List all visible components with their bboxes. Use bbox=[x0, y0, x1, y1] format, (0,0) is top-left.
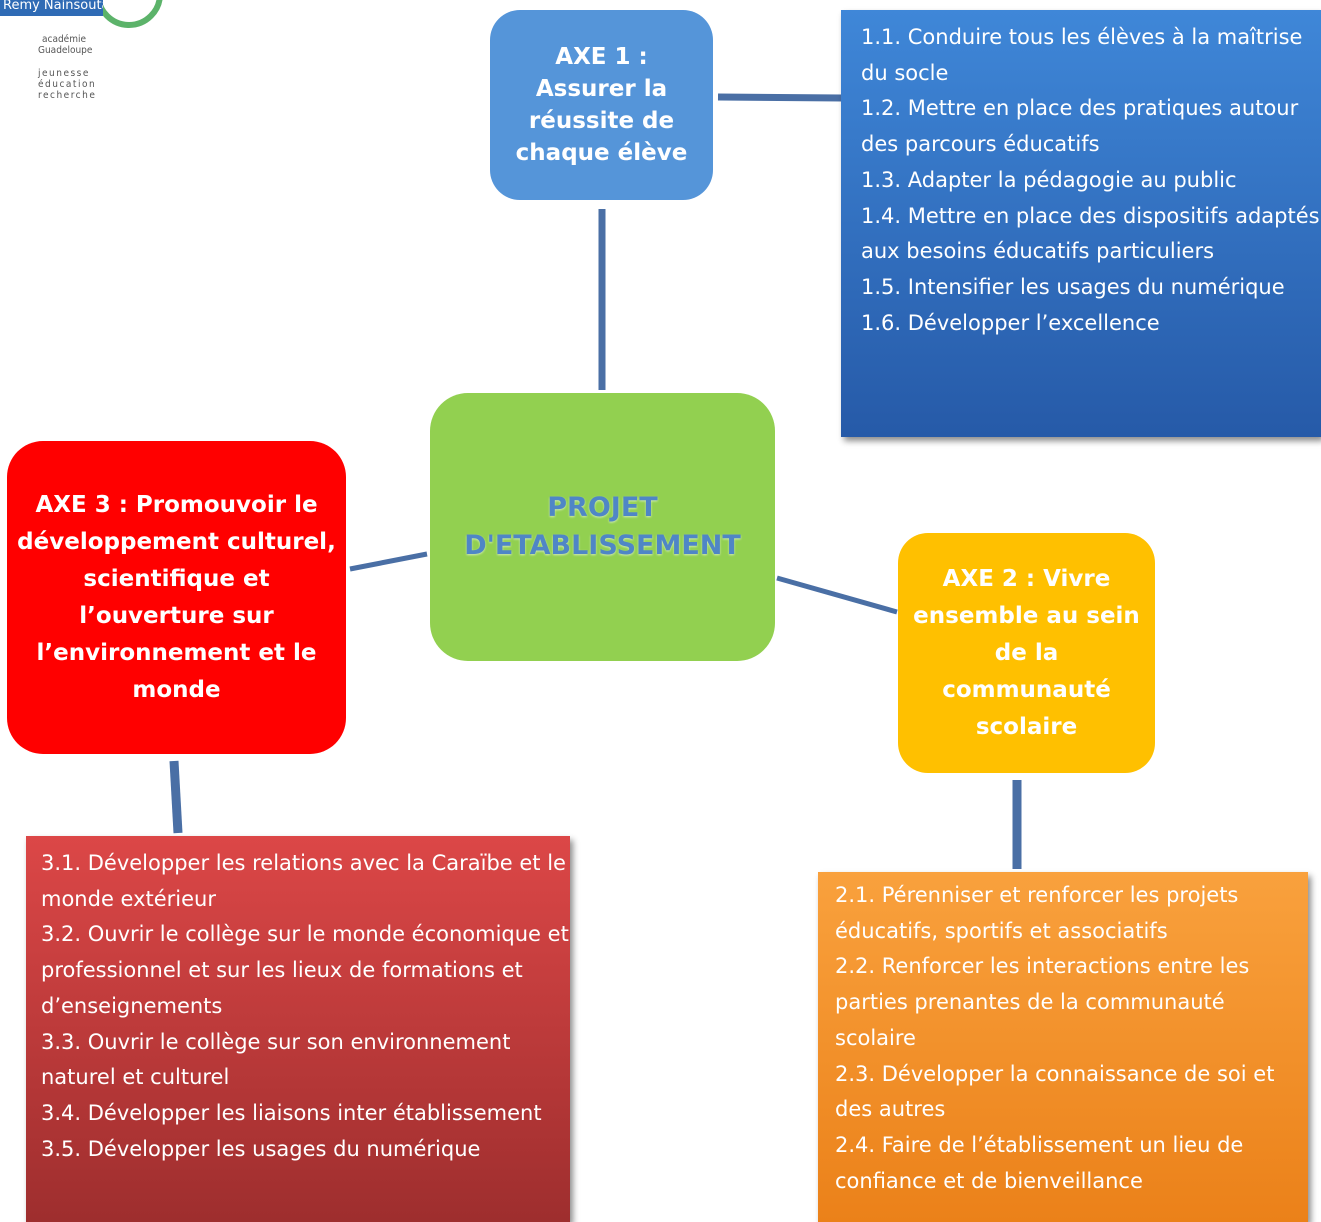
logo: Remy Nainsouta académie Guadeloupe jeune… bbox=[0, 0, 165, 112]
logo-line-guadeloupe: Guadeloupe bbox=[38, 45, 93, 56]
axe3-node: AXE 3 : Promouvoir le développement cult… bbox=[7, 441, 346, 754]
logo-name: Remy Nainsouta bbox=[0, 0, 103, 16]
axe2-panel: 2.1. Pérenniser et renforcer les projets… bbox=[818, 872, 1308, 1222]
axe2-item: 2.1. Pérenniser et renforcer les projets… bbox=[835, 883, 1239, 943]
logo-line-academie: académie bbox=[41, 34, 87, 45]
axe3-title: AXE 3 : Promouvoir le développement cult… bbox=[17, 491, 336, 703]
connector-center-axe2 bbox=[776, 575, 898, 615]
center-node: PROJET D'ETABLISSEMENT bbox=[430, 393, 775, 661]
connector-axe3-center bbox=[349, 551, 428, 572]
axe1-item: 1.2. Mettre en place des pratiques autou… bbox=[861, 96, 1299, 157]
connector-axe3-panel bbox=[169, 760, 183, 834]
axe1-panel: 1.1. Conduire tous les élèves à la maîtr… bbox=[841, 10, 1321, 437]
axe2-item: 2.3. Développer la connaissance de soi e… bbox=[835, 1061, 1275, 1122]
logo-line-recherche: recherche bbox=[38, 90, 97, 101]
axe1-item: 1.6. Développer l’excellence bbox=[861, 310, 1160, 335]
axe2-item: 2.2. Renforcer les interactions entre le… bbox=[835, 954, 1250, 1050]
axe1-item: 1.1. Conduire tous les élèves à la maîtr… bbox=[861, 25, 1303, 85]
axe3-panel: 3.1. Développer les relations avec la Ca… bbox=[26, 836, 570, 1222]
center-label: PROJET D'ETABLISSEMENT bbox=[464, 492, 741, 561]
axe1-title: AXE 1 : Assurer la réussite de chaque él… bbox=[515, 44, 688, 166]
connector-axe1-panel bbox=[717, 93, 843, 102]
axe2-title: AXE 2 : Vivre ensemble au sein de la com… bbox=[913, 565, 1140, 740]
axe1-item: 1.5. Intensifier les usages du numérique bbox=[861, 274, 1285, 299]
axe3-item: 3.1. Développer les relations avec la Ca… bbox=[41, 851, 566, 911]
axe2-item: 2.4. Faire de l’établissement un lieu de… bbox=[835, 1132, 1244, 1193]
axe2-node: AXE 2 : Vivre ensemble au sein de la com… bbox=[898, 533, 1155, 773]
logo-line-jeunesse: jeunesse bbox=[38, 68, 90, 79]
axe3-item: 3.4. Développer les liaisons inter établ… bbox=[41, 1100, 542, 1125]
axe1-node: AXE 1 : Assurer la réussite de chaque él… bbox=[490, 10, 713, 200]
axe3-item: 3.3. Ouvrir le collège sur son environne… bbox=[41, 1029, 511, 1090]
axe3-item: 3.5. Développer les usages du numérique bbox=[41, 1136, 481, 1161]
axe1-item: 1.3. Adapter la pédagogie au public bbox=[861, 167, 1237, 192]
logo-line-education: éducation bbox=[38, 79, 97, 90]
axe1-item: 1.4. Mettre en place des dispositifs ada… bbox=[861, 203, 1320, 264]
axe3-item: 3.2. Ouvrir le collège sur le monde écon… bbox=[41, 922, 569, 1018]
